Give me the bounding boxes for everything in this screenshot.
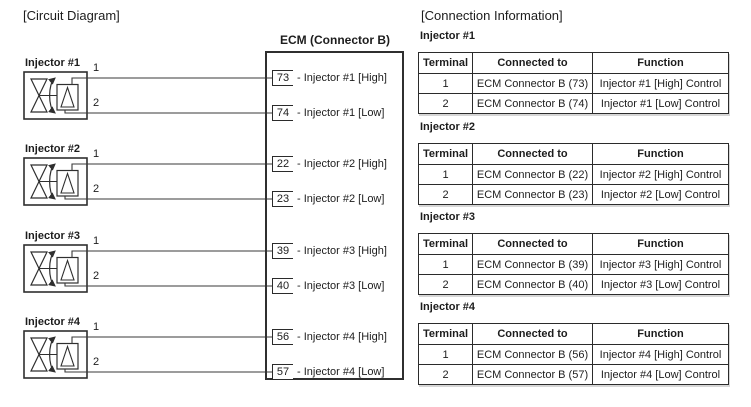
column-header-connected-to: Connected to	[472, 52, 593, 74]
pin-terminal-icon: 74	[272, 105, 293, 121]
connection-table-injector-3: Terminal Connected to Function 1 ECM Con…	[418, 233, 729, 295]
ecm-pin-row-56: 56 - Injector #4 [High]	[272, 329, 387, 345]
ecm-connector-title: ECM (Connector B)	[280, 33, 390, 47]
ecm-pin-row-40: 40 - Injector #3 [Low]	[272, 278, 384, 294]
connection-table-injector-2: Terminal Connected to Function 1 ECM Con…	[418, 143, 729, 205]
table-cell: ECM Connector B (74)	[472, 93, 593, 114]
pin-terminal-icon: 23	[272, 191, 293, 207]
injector-3-symbol	[24, 245, 272, 292]
column-header-terminal: Terminal	[418, 323, 473, 345]
table-cell: ECM Connector B (22)	[472, 164, 593, 185]
injector-2-label: Injector #2	[25, 143, 81, 155]
table-row: 2 ECM Connector B (57) Injector #4 [Low]…	[418, 364, 729, 385]
column-header-connected-to: Connected to	[472, 233, 593, 255]
table-cell: 1	[418, 164, 473, 185]
table-cell: Injector #4 [High] Control	[592, 344, 729, 365]
injector-2-terminal-2-label: 2	[93, 183, 100, 195]
table-row: 1 ECM Connector B (22) Injector #2 [High…	[418, 164, 729, 185]
table-cell: Injector #2 [High] Control	[592, 164, 729, 185]
table-cell: Injector #1 [High] Control	[592, 73, 729, 94]
injector-1-terminal-2-label: 2	[93, 97, 100, 109]
injector-2-symbol	[24, 158, 272, 205]
table-cell: ECM Connector B (23)	[472, 184, 593, 205]
table-cell: 1	[418, 254, 473, 275]
table-row: 2 ECM Connector B (74) Injector #1 [Low]…	[418, 93, 729, 114]
column-header-function: Function	[592, 52, 729, 74]
table-cell: ECM Connector B (39)	[472, 254, 593, 275]
ecm-pin-label: - Injector #4 [High]	[297, 331, 387, 343]
injector-1-label: Injector #1	[25, 57, 81, 69]
injector-1-symbol	[24, 72, 272, 119]
table-row: 1 ECM Connector B (73) Injector #1 [High…	[418, 73, 729, 94]
connection-information-title: [Connection Information]	[421, 8, 563, 23]
column-header-terminal: Terminal	[418, 143, 473, 165]
table-cell: 2	[418, 274, 473, 295]
table-row: 1 ECM Connector B (56) Injector #4 [High…	[418, 344, 729, 365]
ecm-pin-row-23: 23 - Injector #2 [Low]	[272, 191, 384, 207]
ecm-pin-label: - Injector #4 [Low]	[297, 366, 385, 378]
ecm-pin-row-57: 57 - Injector #4 [Low]	[272, 364, 384, 380]
ecm-pin-label: - Injector #1 [High]	[297, 72, 387, 84]
table-title-injector-2: Injector #2	[420, 121, 476, 133]
injector-1-terminal-1-label: 1	[93, 62, 100, 74]
ecm-pin-row-73: 73 - Injector #1 [High]	[272, 70, 387, 86]
table-cell: Injector #1 [Low] Control	[592, 93, 729, 114]
ecm-pin-label: - Injector #3 [High]	[297, 245, 387, 257]
ecm-pin-label: - Injector #3 [Low]	[297, 280, 385, 292]
pin-terminal-icon: 22	[272, 156, 293, 172]
injector-3-terminal-2-label: 2	[93, 270, 100, 282]
table-cell: Injector #3 [Low] Control	[592, 274, 729, 295]
table-cell: ECM Connector B (56)	[472, 344, 593, 365]
ecm-pin-label: - Injector #1 [Low]	[297, 107, 385, 119]
table-cell: 2	[418, 364, 473, 385]
pin-terminal-icon: 73	[272, 70, 293, 86]
ecm-pin-row-74: 74 - Injector #1 [Low]	[272, 105, 384, 121]
column-header-function: Function	[592, 233, 729, 255]
pin-terminal-icon: 39	[272, 243, 293, 259]
ecm-pin-row-22: 22 - Injector #2 [High]	[272, 156, 387, 172]
table-title-injector-3: Injector #3	[420, 211, 476, 223]
column-header-terminal: Terminal	[418, 52, 473, 74]
injector-3-terminal-1-label: 1	[93, 235, 100, 247]
table-cell: 1	[418, 73, 473, 94]
pin-terminal-icon: 40	[272, 278, 293, 294]
table-cell: 1	[418, 344, 473, 365]
injector-4-symbol	[24, 331, 272, 378]
column-header-connected-to: Connected to	[472, 323, 593, 345]
table-cell: ECM Connector B (40)	[472, 274, 593, 295]
column-header-terminal: Terminal	[418, 233, 473, 255]
column-header-function: Function	[592, 323, 729, 345]
table-cell: 2	[418, 184, 473, 205]
circuit-diagram-title: [Circuit Diagram]	[23, 8, 120, 23]
pin-terminal-icon: 57	[272, 364, 293, 380]
injector-4-terminal-1-label: 1	[93, 321, 100, 333]
ecm-pin-row-39: 39 - Injector #3 [High]	[272, 243, 387, 259]
pin-terminal-icon: 56	[272, 329, 293, 345]
table-row: 1 ECM Connector B (39) Injector #3 [High…	[418, 254, 729, 275]
table-title-injector-4: Injector #4	[420, 301, 476, 313]
ecm-pin-label: - Injector #2 [Low]	[297, 193, 385, 205]
injector-3-label: Injector #3	[25, 230, 81, 242]
ecm-connector-box	[265, 51, 404, 380]
connection-table-injector-4: Terminal Connected to Function 1 ECM Con…	[418, 323, 729, 385]
injector-2-terminal-1-label: 1	[93, 148, 100, 160]
ecm-pin-label: - Injector #2 [High]	[297, 158, 387, 170]
injector-4-terminal-2-label: 2	[93, 356, 100, 368]
table-row: 2 ECM Connector B (40) Injector #3 [Low]…	[418, 274, 729, 295]
injector-4-label: Injector #4	[25, 316, 81, 328]
column-header-function: Function	[592, 143, 729, 165]
table-title-injector-1: Injector #1	[420, 30, 476, 42]
table-cell: 2	[418, 93, 473, 114]
table-cell: ECM Connector B (57)	[472, 364, 593, 385]
table-cell: Injector #4 [Low] Control	[592, 364, 729, 385]
table-cell: Injector #3 [High] Control	[592, 254, 729, 275]
table-cell: Injector #2 [Low] Control	[592, 184, 729, 205]
column-header-connected-to: Connected to	[472, 143, 593, 165]
table-cell: ECM Connector B (73)	[472, 73, 593, 94]
table-row: 2 ECM Connector B (23) Injector #2 [Low]…	[418, 184, 729, 205]
connection-table-injector-1: Terminal Connected to Function 1 ECM Con…	[418, 52, 729, 114]
